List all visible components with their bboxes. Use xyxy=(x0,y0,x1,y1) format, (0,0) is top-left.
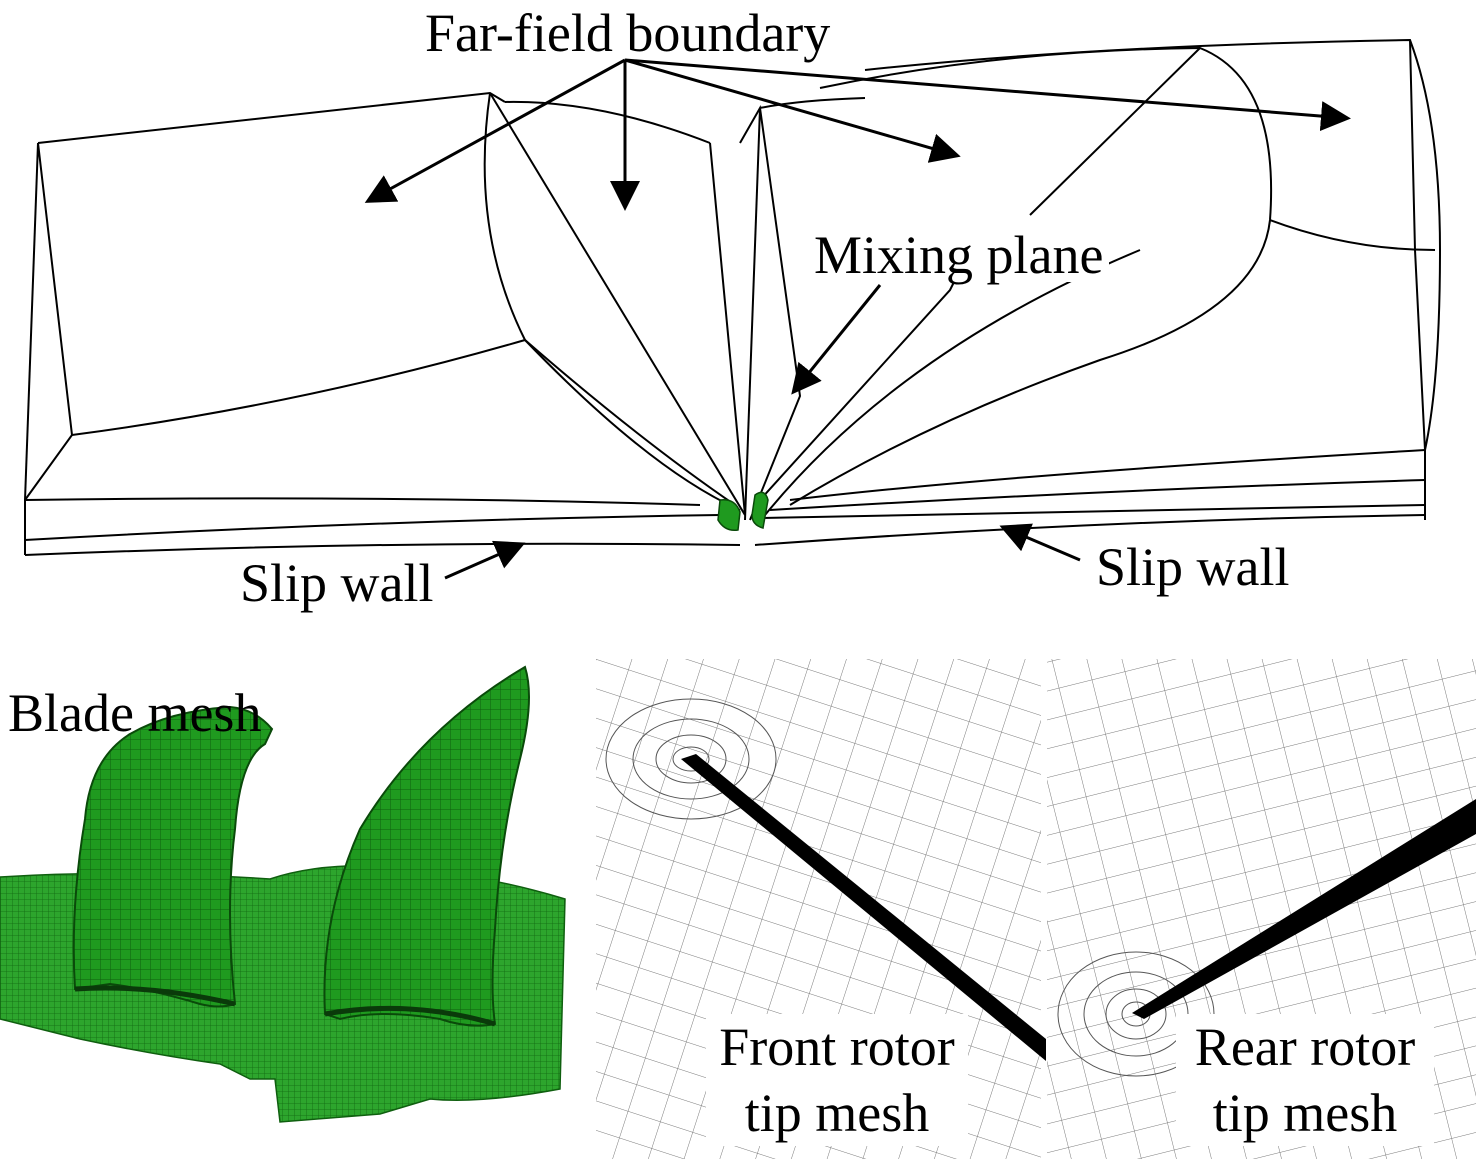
slip-wall-left-label: Slip wall xyxy=(240,553,434,613)
slip-wall-right-label: Slip wall xyxy=(1096,537,1290,597)
rear-rotor-blade xyxy=(1132,799,1476,1019)
blade-mesh-label: Blade mesh xyxy=(8,683,262,743)
front-rotor-line1: Front rotor xyxy=(719,1017,955,1077)
blade-mesh-panel xyxy=(0,665,566,1123)
front-rotor-blade xyxy=(681,754,1046,1061)
mixing-plane-label: Mixing plane xyxy=(808,228,1110,282)
far-field-label: Far-field boundary xyxy=(425,3,831,63)
rear-rotor-line2: tip mesh xyxy=(1212,1083,1398,1143)
blade-mini-front xyxy=(717,499,741,532)
rear-rotor-tip-label: Rear rotor tip mesh xyxy=(1176,1014,1434,1146)
domain-wireframe xyxy=(24,38,1442,580)
rear-rotor-line1: Rear rotor xyxy=(1194,1017,1416,1077)
front-rotor-tip-label: Front rotor tip mesh xyxy=(706,1014,968,1146)
blade-mini-rear xyxy=(751,491,769,529)
front-rotor-line2: tip mesh xyxy=(744,1083,930,1143)
far-field-arrows xyxy=(364,58,1351,580)
